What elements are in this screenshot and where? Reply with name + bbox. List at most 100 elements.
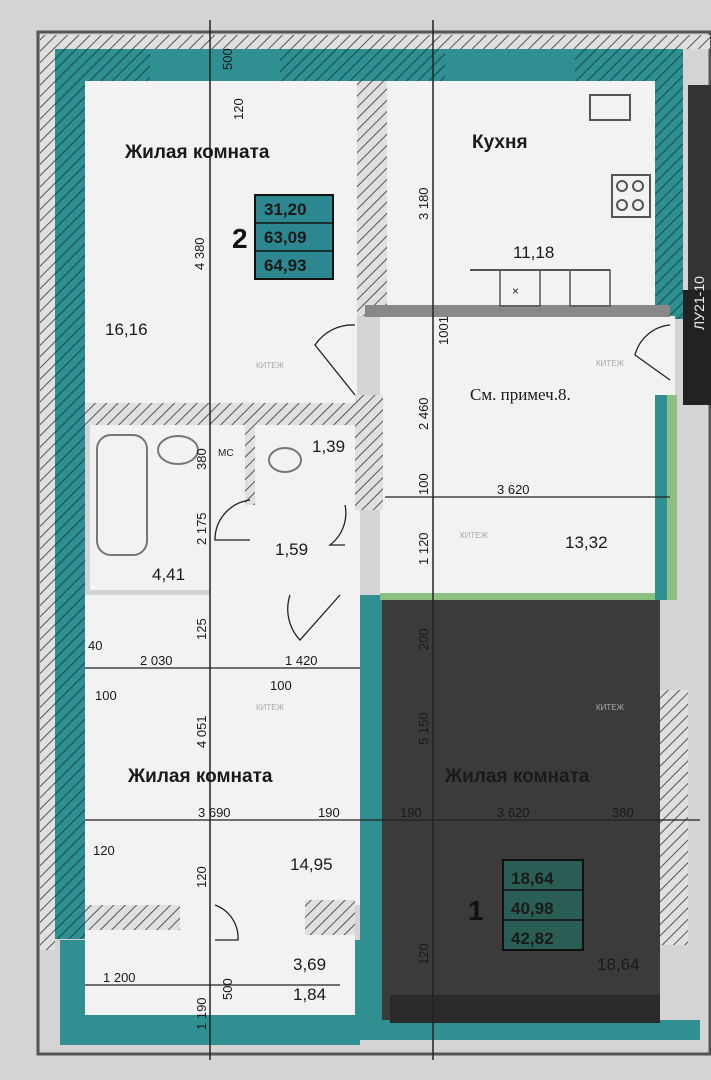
wc-label: МС [218, 448, 234, 459]
door-arc-living2 [287, 594, 341, 641]
door-arc-hall [314, 324, 356, 396]
sink-icon [157, 435, 199, 465]
toilet-icon [268, 447, 302, 473]
dim-1120: 1 120 [416, 532, 431, 565]
dim-2175: 2 175 [194, 512, 209, 545]
burner-icon-1 [616, 180, 628, 192]
dim-190-b: 190 [400, 805, 422, 820]
area-living-2: 14,95 [290, 855, 333, 874]
dim-2030: 2 030 [140, 653, 173, 668]
area-apt1-living: 18,64 [597, 955, 640, 974]
dim-100-a: 100 [416, 473, 431, 495]
dim-100-b: 100 [95, 688, 117, 703]
wall-bath-top [85, 403, 355, 425]
dim-120-b: 120 [194, 866, 209, 888]
dim-100-c: 100 [270, 678, 292, 693]
dim-380: 380 [194, 448, 209, 470]
dim-380-b: 380 [612, 805, 634, 820]
wall-bath-wc [245, 425, 255, 505]
door-arc-wc [328, 504, 347, 546]
watermark-2: КИТЕЖ [596, 359, 625, 368]
dim-120-top: 120 [231, 98, 246, 120]
apt2-area-3: 64,93 [264, 256, 307, 275]
dim-500-bottom: 500 [220, 978, 235, 1000]
stove-icon [611, 174, 651, 218]
area-kitchen: 11,18 [513, 243, 554, 262]
dim-5150: 5 150 [416, 712, 431, 745]
watermark-3: КИТЕЖ [460, 531, 489, 540]
wall-hall-left [355, 395, 383, 510]
dim-1200: 1 200 [103, 970, 136, 985]
exterior-wall-left [55, 49, 85, 939]
dim-40: 40 [88, 638, 102, 653]
burner-icon-2 [632, 180, 644, 192]
kitchen-sink-icon [589, 94, 631, 121]
exterior-wall-top [55, 49, 675, 81]
stove-mark: × [512, 284, 519, 298]
apt1-badge [502, 859, 584, 951]
dim-1420: 1 420 [285, 653, 318, 668]
dim-120-c: 120 [416, 943, 431, 965]
watermark-1: КИТЕЖ [256, 361, 285, 370]
note-text: См. примеч.8. [470, 385, 571, 404]
dim-190-a: 190 [318, 805, 340, 820]
area-corridor: 1,59 [275, 540, 308, 559]
dim-125: 125 [194, 618, 209, 640]
apt1-window-sill [390, 995, 660, 1023]
dim-3620-a: 3 620 [497, 482, 530, 497]
wall-right-lower [660, 690, 688, 945]
side-label: ЛУ21-10 [691, 276, 707, 330]
room-label-kitchen: Кухня [472, 132, 528, 153]
wall-loggia-1 [85, 905, 180, 930]
wall-kitchen-bottom [365, 305, 670, 317]
green-edge-h [380, 593, 660, 600]
area-hall: 13,32 [565, 533, 608, 552]
outer-hatch-left [40, 35, 55, 950]
apt2-area-2: 63,09 [264, 228, 307, 247]
wall-apt-separation [360, 595, 382, 1020]
cabinet-icon [499, 269, 541, 307]
outer-outline [36, 30, 711, 1056]
wall-loggia-2 [305, 900, 355, 935]
door-arc-entrance [634, 324, 671, 381]
apt2-number: 2 [232, 223, 248, 254]
green-edge-v [667, 395, 677, 600]
dim-3620-b: 3 620 [497, 805, 530, 820]
area-loggia-2: 1,84 [293, 985, 326, 1004]
area-wc: 1,39 [312, 437, 345, 456]
wall-living-kitchen [357, 81, 387, 316]
apt1-area-1: 18,64 [511, 869, 554, 888]
area-bath: 4,41 [152, 565, 185, 584]
room-wc [255, 425, 355, 495]
room-hall [380, 316, 675, 596]
dim-120-a: 120 [93, 843, 115, 858]
apt1-number: 1 [468, 895, 484, 926]
apt1-area-3: 42,82 [511, 929, 554, 948]
dim-1001: 1001 [436, 316, 451, 345]
apt2-area-1: 31,20 [264, 200, 307, 219]
outer-hatch-top [40, 35, 710, 49]
dim-3690: 3 690 [198, 805, 231, 820]
exterior-wall-bottom [360, 1020, 700, 1040]
dim-3180: 3 180 [416, 187, 431, 220]
bathtub-icon [96, 434, 148, 556]
window-top-1 [150, 49, 280, 81]
door-arc-loggia [214, 904, 239, 941]
apt2-badge [254, 194, 334, 280]
dim-500-top: 500 [220, 48, 235, 70]
right-edge-dark-top [688, 85, 711, 295]
burner-icon-3 [616, 199, 628, 211]
exterior-wall-right-top [655, 49, 683, 319]
dim-4380: 4 380 [192, 237, 207, 270]
room-living-2 [85, 595, 360, 905]
watermark-5: КИТЕЖ [596, 703, 625, 712]
dim-4051: 4 051 [194, 715, 209, 748]
dim-200: 200 [416, 628, 431, 650]
watermark-4: КИТЕЖ [256, 703, 285, 712]
area-living-1: 16,16 [105, 320, 148, 339]
door-arc-bath [214, 499, 251, 541]
burner-icon-4 [632, 199, 644, 211]
apt1-area-2: 40,98 [511, 899, 554, 918]
room-label-living-2: Жилая комната [127, 766, 273, 787]
